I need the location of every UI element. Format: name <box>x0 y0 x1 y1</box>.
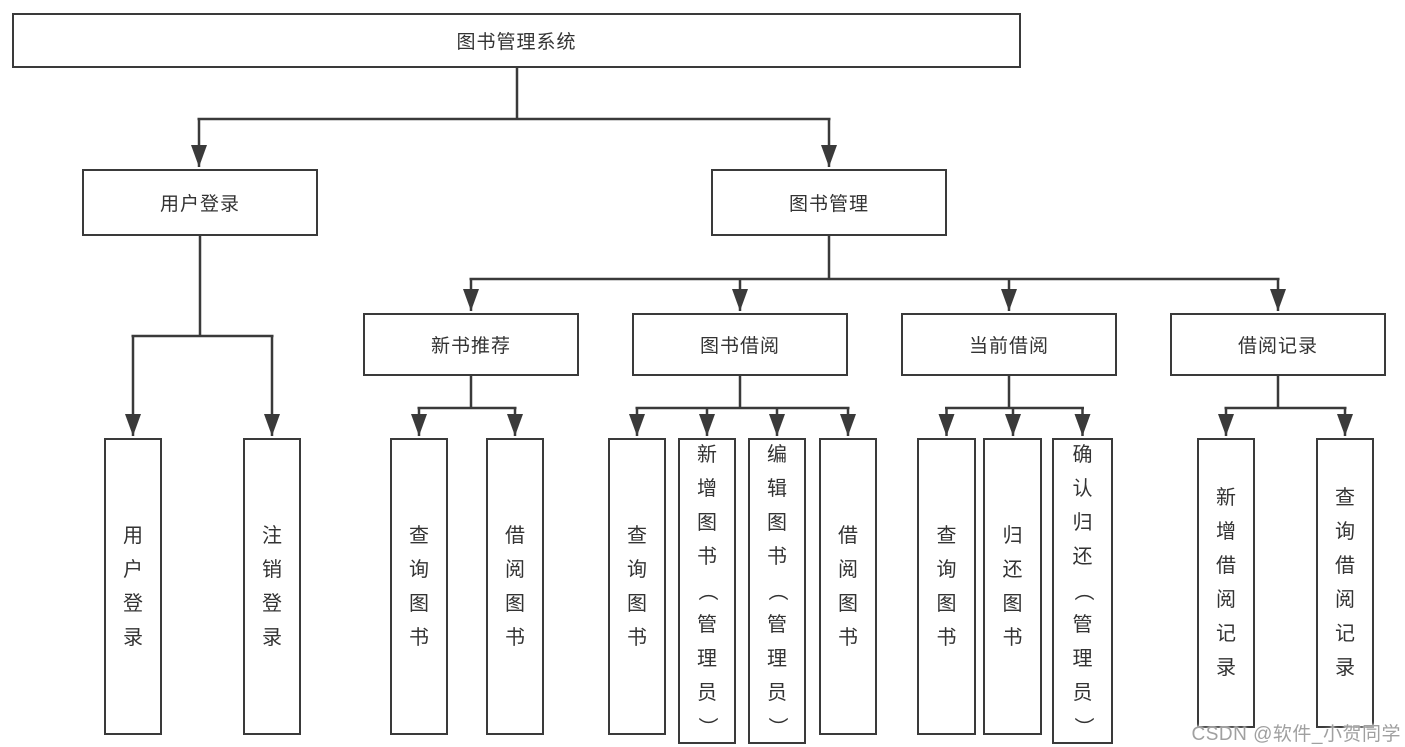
leaf-record-add-record: 新增借阅记录 <box>1197 438 1255 728</box>
leaf-logout: 注销登录 <box>243 438 301 735</box>
node-library-system: 图书管理系统 <box>12 13 1021 68</box>
leaf-borrow-edit-books-admin: 编辑图书（管理员） <box>748 438 806 744</box>
leaf-newbook-query-books: 查询图书 <box>390 438 448 735</box>
leaf-user-login: 用户登录 <box>104 438 162 735</box>
watermark: CSDN @软件_小贺同学 <box>1191 724 1401 745</box>
leaf-borrow-borrow-books: 借阅图书 <box>819 438 877 735</box>
node-book-borrow: 图书借阅 <box>632 313 848 376</box>
leaf-current-query-books: 查询图书 <box>917 438 976 735</box>
node-new-book-recommend: 新书推荐 <box>363 313 579 376</box>
node-borrow-record: 借阅记录 <box>1170 313 1386 376</box>
leaf-record-query-record: 查询借阅记录 <box>1316 438 1374 728</box>
node-current-borrow: 当前借阅 <box>901 313 1117 376</box>
node-book-management: 图书管理 <box>711 169 947 236</box>
node-user-login: 用户登录 <box>82 169 318 236</box>
leaf-newbook-borrow-books: 借阅图书 <box>486 438 544 735</box>
leaf-borrow-query-books: 查询图书 <box>608 438 666 735</box>
leaf-borrow-add-books-admin: 新增图书（管理员） <box>678 438 736 744</box>
leaf-current-return-books: 归还图书 <box>983 438 1042 735</box>
leaf-current-confirm-return-admin: 确认归还（管理员） <box>1052 438 1113 744</box>
